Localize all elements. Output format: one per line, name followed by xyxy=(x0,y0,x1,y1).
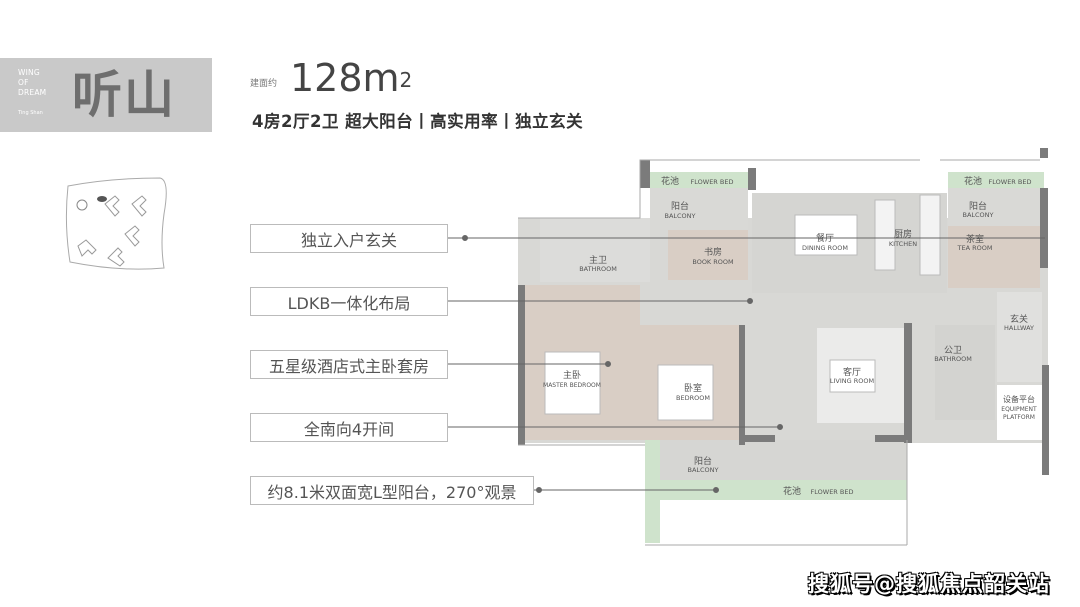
room-label-cn: 花池 xyxy=(964,175,982,187)
public-bathroom xyxy=(935,325,995,420)
room-label-cn: 花池 xyxy=(783,485,801,497)
leader-dot xyxy=(777,424,783,430)
equipment-platform xyxy=(997,385,1042,440)
room-label-en: PLATFORM xyxy=(1003,414,1035,421)
room-label-en: BALCONY xyxy=(962,211,993,219)
room-label-en: BALCONY xyxy=(687,466,718,474)
project-title-box: WING OF DREAM Ting Shan 听山 xyxy=(0,58,212,132)
leader-dot xyxy=(713,487,719,493)
master-bed xyxy=(544,351,601,415)
room-label-cn: 玄关 xyxy=(1010,313,1028,325)
flower-bed xyxy=(645,440,907,543)
building-footprints xyxy=(77,195,147,267)
hallway xyxy=(997,292,1042,382)
room-label-en: BATHROOM xyxy=(579,265,617,273)
feature-master-suite: 五星级酒店式主卧套房 xyxy=(250,350,448,379)
room-label-cn: 设备平台 xyxy=(1003,394,1035,404)
room-label-cn: 客厅 xyxy=(843,366,861,378)
kitchen-counter xyxy=(919,194,941,276)
feature-south-facing: 全南向4开间 xyxy=(250,413,448,442)
room-labels: 花池 FLOWER BED 花池 FLOWER BED 阳台 BALCONY 书… xyxy=(543,175,1037,497)
layout-subtitle: 4房2厅2卫 超大阳台丨高实用率丨独立玄关 xyxy=(252,112,584,131)
tea-room xyxy=(948,226,1040,288)
room-label-en: FLOWER BED xyxy=(989,178,1032,186)
svg-text:FLOWER BED: FLOWER BED xyxy=(691,178,734,186)
leader-dot xyxy=(536,487,542,493)
pinyin-name: Ting Shan xyxy=(18,110,43,116)
flower-bed xyxy=(650,172,750,188)
leader-dot xyxy=(747,298,753,304)
room-label-en: BEDROOM xyxy=(676,394,710,402)
room-label-cn: 书房 xyxy=(704,246,722,258)
room-label-en: BOOK ROOM xyxy=(692,258,733,266)
watermark: 搜狐号@搜狐焦点韶关站 xyxy=(808,572,1050,596)
kitchen-counter xyxy=(874,199,896,271)
brand-line: DREAM xyxy=(18,88,47,97)
current-building-marker xyxy=(97,196,107,202)
area-unit-sup: 2 xyxy=(399,68,413,92)
coffee-table xyxy=(829,359,876,393)
room-label-en: FLOWER BED xyxy=(811,488,854,496)
room-label-cn: 厨房 xyxy=(894,228,912,240)
feature-entrance: 独立入户玄关 xyxy=(250,224,448,253)
brand-line: OF xyxy=(18,78,29,87)
master-bathroom xyxy=(540,218,650,282)
room-label-cn: 花池 xyxy=(661,175,679,187)
brand-text: WING OF DREAM xyxy=(18,68,46,98)
room-label-cn: 主卫 xyxy=(589,254,607,266)
compass-icon xyxy=(76,199,88,211)
walls xyxy=(518,148,1049,475)
room-label-cn: 主卧 xyxy=(563,369,581,381)
room-label-en: DINING ROOM xyxy=(802,244,848,252)
feature-ldkb: LDKB一体化布局 xyxy=(250,287,448,316)
room-label-cn: 餐厅 xyxy=(816,232,834,244)
area-label: 建面约 xyxy=(250,79,278,89)
room-label-cn: 公卫 xyxy=(944,345,962,356)
room-label-cn: 卧室 xyxy=(684,382,702,394)
project-name: 听山 xyxy=(72,66,176,124)
room-label-cn: 茶室 xyxy=(966,233,984,245)
bed xyxy=(657,364,714,421)
flower-bed xyxy=(948,172,1044,188)
room-fills xyxy=(518,172,1048,543)
outline xyxy=(518,159,1040,546)
room-label-en: EQUIPMENT xyxy=(1001,406,1037,413)
area-number: 128m xyxy=(290,56,400,100)
room-label-en: MASTER BEDROOM xyxy=(543,382,601,389)
leader-dot xyxy=(462,235,468,241)
brand-line: WING xyxy=(18,68,40,77)
room-label-en: HALLWAY xyxy=(1004,324,1034,332)
room-label-cn: 阳台 xyxy=(671,200,689,212)
svg-text:花池: 花池 xyxy=(661,175,679,187)
room-label-en: KITCHEN xyxy=(889,240,917,248)
room-label-cn: 阳台 xyxy=(694,455,712,467)
svg-text:FLOWER BED: FLOWER BED xyxy=(989,178,1032,186)
room-label-en: BALCONY xyxy=(664,212,695,220)
room-label-en: BATHROOM xyxy=(934,355,972,363)
site-boundary xyxy=(65,177,167,270)
svg-text:花池: 花池 xyxy=(964,175,982,187)
room-label-cn: 阳台 xyxy=(969,200,987,212)
dining-table xyxy=(794,214,858,256)
leader-lines xyxy=(448,235,1045,493)
area-value: 128m2 xyxy=(290,56,412,100)
leader-dot xyxy=(605,361,611,367)
site-map xyxy=(65,177,167,270)
feature-balcony: 约8.1米双面宽L型阳台，270°观景 xyxy=(250,476,534,505)
room-label-en: TEA ROOM xyxy=(957,244,993,252)
room-label-en: LIVING ROOM xyxy=(830,377,874,385)
room-label-en: FLOWER BED xyxy=(691,178,734,186)
